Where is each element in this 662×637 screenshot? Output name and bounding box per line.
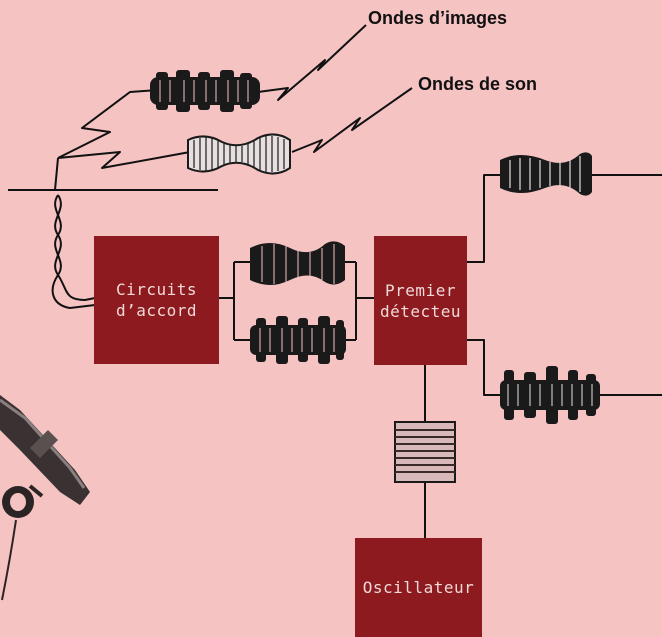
- zigzag-sound-label: [292, 88, 412, 152]
- image-waves-label: Ondes d’images: [368, 8, 507, 29]
- image-wave-packet-right: [500, 152, 592, 195]
- tuning-circuits-block: Circuits d’accord: [94, 236, 219, 364]
- twisted-feeder-2: [55, 195, 95, 300]
- zigzag-image-feed: [58, 90, 158, 158]
- sound-wave-packet-right: [500, 366, 600, 424]
- zigzag-sound-feed: [58, 152, 190, 168]
- filter-block: [395, 422, 455, 482]
- microphone-image: [0, 395, 90, 600]
- sound-wave-packet-top: [188, 134, 290, 173]
- image-wave-packet-top: [150, 70, 260, 112]
- sound-waves-label: Ondes de son: [418, 74, 537, 95]
- zigzag-image-label: [258, 25, 366, 100]
- antenna-mast: [55, 158, 58, 190]
- first-detector-block: Premier détecteu: [374, 236, 467, 365]
- sound-wave-packet-mid: [250, 316, 346, 364]
- oscillator-block: Oscillateur: [355, 538, 482, 637]
